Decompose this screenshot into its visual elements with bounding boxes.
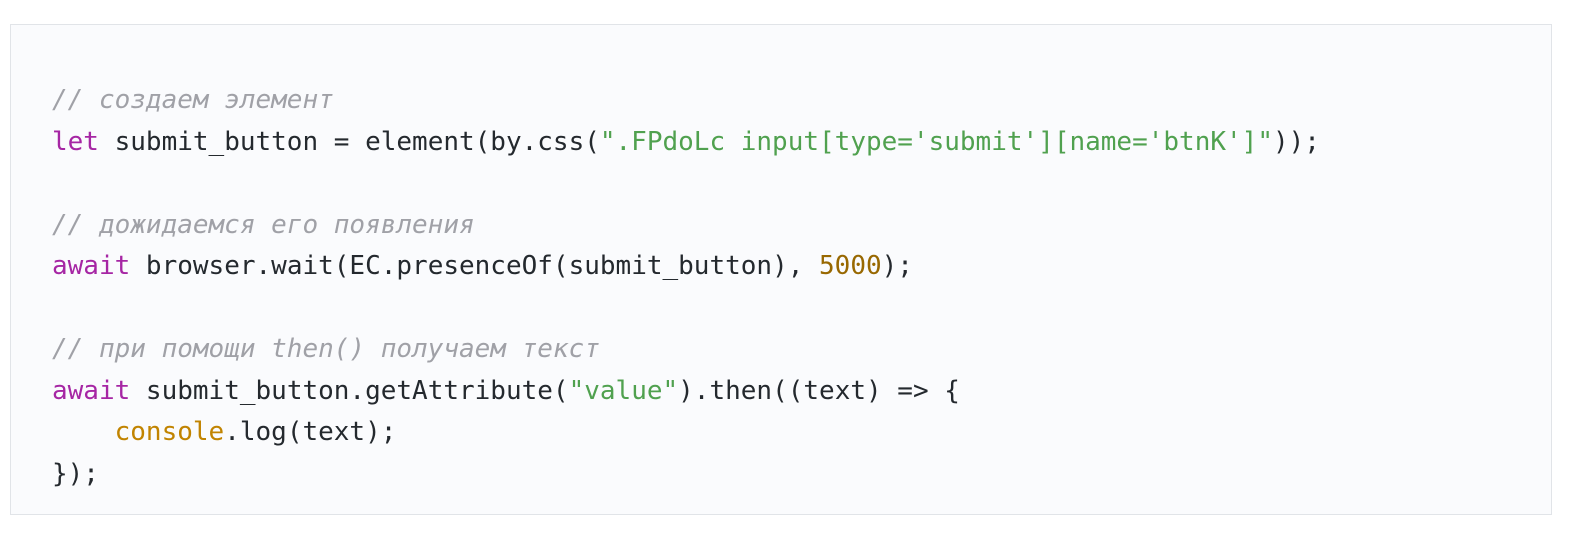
code-line-6-blank bbox=[52, 288, 1551, 330]
code-text: submit_button.getAttribute( bbox=[130, 375, 569, 406]
code-line-3-blank bbox=[52, 163, 1551, 205]
number-literal: 5000 bbox=[819, 251, 882, 281]
indent bbox=[52, 417, 115, 447]
code-line-8: await submit_button.getAttribute("value"… bbox=[52, 371, 1551, 413]
code-text: )); bbox=[1272, 126, 1320, 157]
code-text: ).then((text) => { bbox=[678, 375, 960, 406]
keyword: let bbox=[52, 126, 99, 157]
code-line-2: let submit_button = element(by.css(".FPd… bbox=[52, 122, 1551, 164]
object-name: console bbox=[114, 417, 225, 447]
string-literal: ".FPdoLc input[type='submit'][name='btnK… bbox=[599, 126, 1273, 157]
code-text: ); bbox=[881, 251, 913, 281]
code-text: browser.wait(EC.presenceOf(submit_button… bbox=[130, 251, 820, 281]
code-line-4: // дожидаемся его появления bbox=[52, 205, 1551, 247]
keyword: await bbox=[52, 375, 131, 406]
keyword: await bbox=[52, 251, 131, 281]
string-literal: "value" bbox=[568, 375, 679, 406]
code-line-9: console.log(text); bbox=[52, 412, 1551, 454]
comment: // при помощи then() получаем текст bbox=[52, 334, 600, 364]
code-text: submit_button = element(by.css( bbox=[98, 126, 600, 157]
code-block: // создаем элемент let submit_button = e… bbox=[10, 24, 1552, 515]
code-text: .log(text); bbox=[224, 417, 397, 447]
code-line-7: // при помощи then() получаем текст bbox=[52, 329, 1551, 371]
comment: // дожидаемся его появления bbox=[52, 209, 475, 240]
comment: // создаем элемент bbox=[52, 85, 334, 115]
code-line-10: }); bbox=[52, 454, 1551, 496]
code-text: }); bbox=[52, 458, 99, 489]
code-line-5: await browser.wait(EC.presenceOf(submit_… bbox=[52, 246, 1551, 288]
code-line-1: // создаем элемент bbox=[52, 80, 1551, 122]
